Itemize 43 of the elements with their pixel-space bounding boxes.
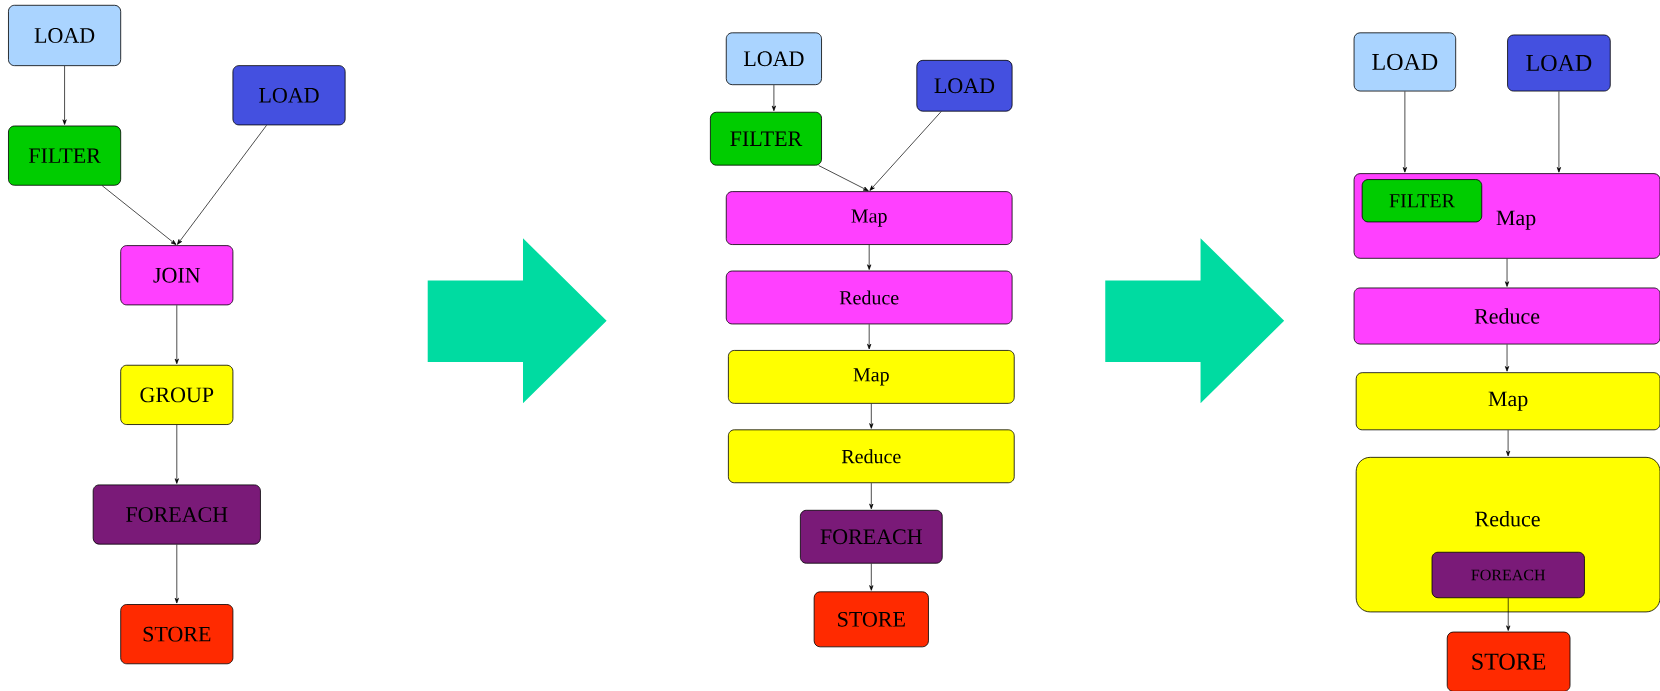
map-box: Map bbox=[728, 349, 1015, 404]
foreach-box: FOREACH bbox=[92, 484, 261, 545]
map-box: Map bbox=[1355, 372, 1660, 431]
arrow bbox=[1556, 90, 1561, 173]
arrow bbox=[771, 84, 776, 111]
filter-box: FILTER bbox=[1361, 179, 1483, 223]
store-box: STORE bbox=[120, 603, 234, 665]
filter-box: FILTER bbox=[8, 125, 122, 186]
arrow bbox=[62, 65, 67, 125]
load-box: LOAD bbox=[725, 32, 822, 85]
arrow bbox=[867, 244, 872, 270]
foreach-box: FOREACH bbox=[1431, 551, 1585, 598]
arrow bbox=[174, 424, 179, 484]
arrow bbox=[1504, 343, 1510, 372]
reduce-box: Reduce bbox=[725, 270, 1013, 325]
reduce-box: Reduce bbox=[728, 429, 1015, 483]
arrow bbox=[1506, 597, 1511, 631]
arrow bbox=[869, 563, 874, 591]
arrow bbox=[867, 323, 872, 350]
arrow bbox=[869, 482, 874, 510]
load-box: LOAD bbox=[1507, 34, 1611, 92]
filter-box: FILTER bbox=[710, 111, 822, 166]
store-box: STORE bbox=[1446, 631, 1571, 691]
arrow bbox=[818, 165, 869, 191]
arrow bbox=[101, 185, 177, 245]
load-box: LOAD bbox=[916, 59, 1013, 112]
arrow bbox=[174, 544, 179, 604]
arrow bbox=[869, 111, 942, 191]
map-box: Map bbox=[725, 191, 1013, 245]
arrow bbox=[1504, 258, 1510, 287]
arrow bbox=[1402, 90, 1407, 173]
load-box: LOAD bbox=[8, 4, 122, 66]
store-box: STORE bbox=[813, 591, 929, 648]
foreach-box: FOREACH bbox=[799, 509, 943, 564]
reduce-box: Reduce bbox=[1353, 287, 1660, 345]
arrow bbox=[177, 124, 267, 245]
group-box: GROUP bbox=[120, 364, 234, 425]
load-box: LOAD bbox=[1353, 32, 1457, 92]
load-box: LOAD bbox=[232, 65, 346, 126]
join-box: JOIN bbox=[120, 245, 234, 306]
arrow bbox=[869, 403, 874, 429]
arrow bbox=[174, 304, 179, 364]
arrow bbox=[1506, 429, 1511, 457]
